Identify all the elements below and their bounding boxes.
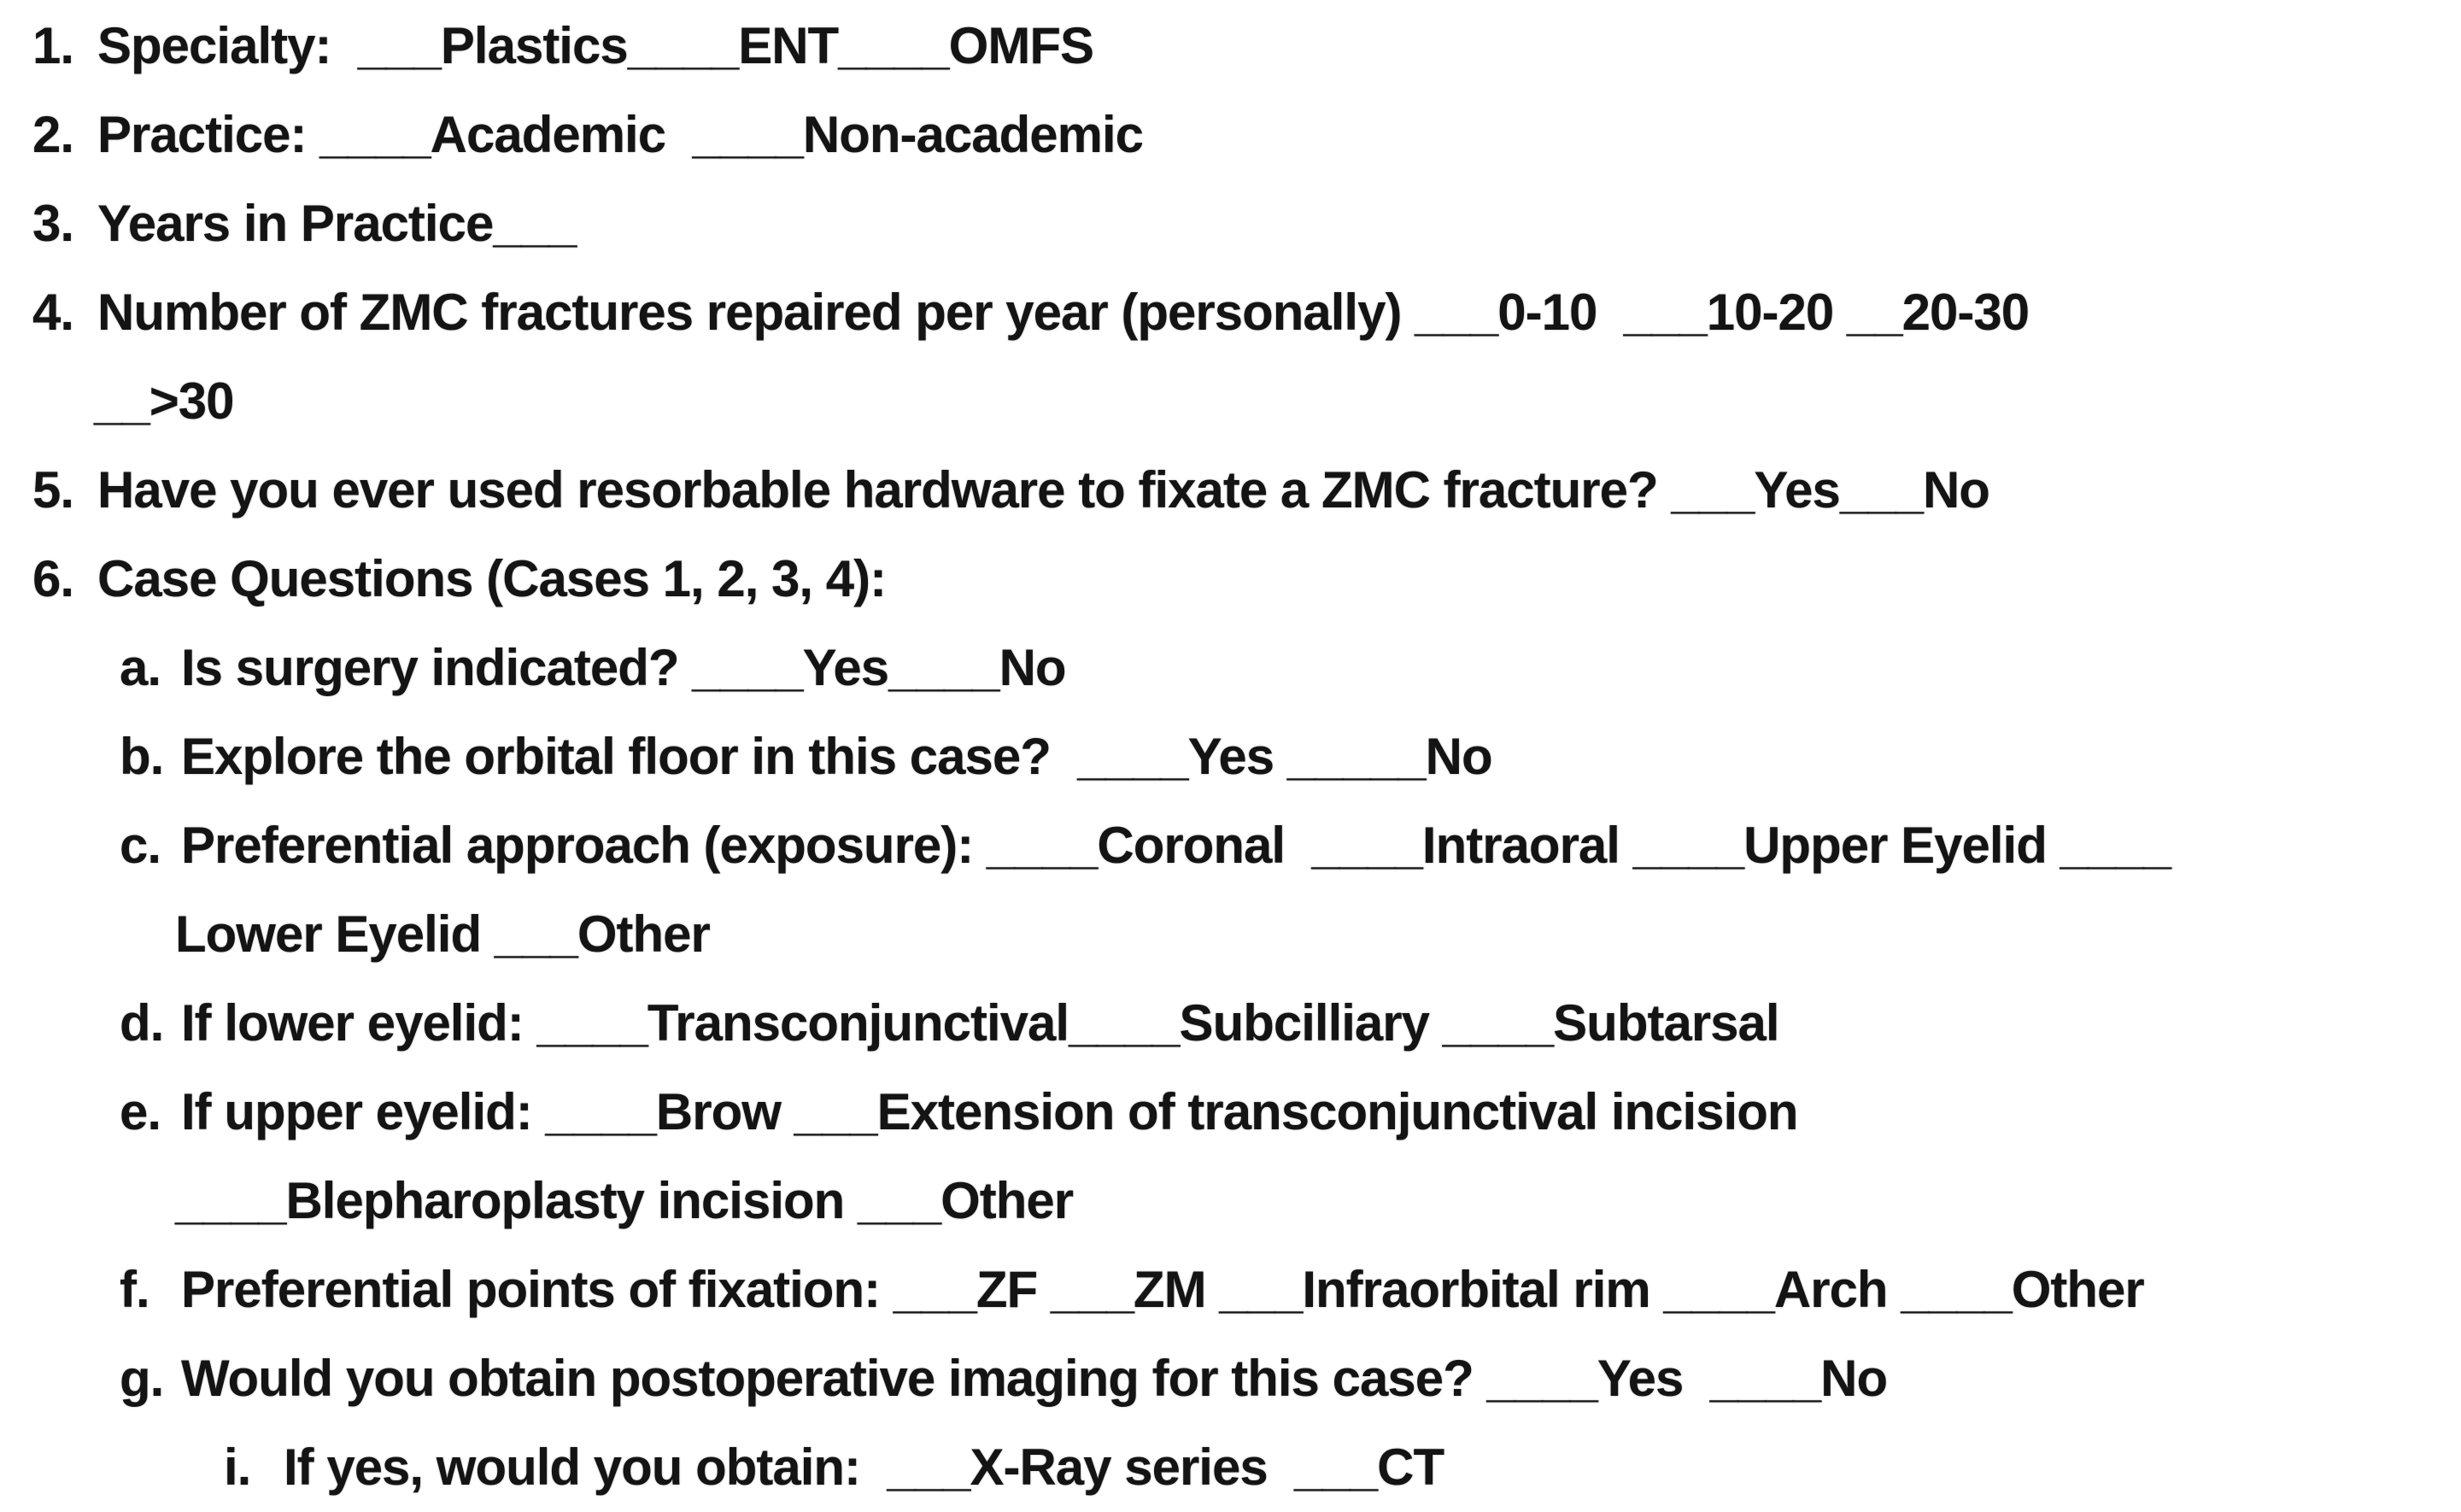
item-text: Have you ever used resorbable hardware t… bbox=[97, 461, 1990, 519]
item-letter: a. bbox=[120, 639, 161, 696]
subquestion-preferential-approach-continuation: Lower Eyelid ___Other bbox=[0, 890, 2461, 979]
question-fractures-per-year: 4. Number of ZMC fractures repaired per … bbox=[0, 268, 2461, 357]
subquestion-points-of-fixation: f. Preferential points of fixation: ___Z… bbox=[0, 1245, 2461, 1334]
item-letter: b. bbox=[120, 728, 164, 785]
item-number: 6. bbox=[32, 550, 74, 607]
item-number: 4. bbox=[32, 284, 74, 341]
subquestion-if-upper-eyelid: e. If upper eyelid: ____Brow ___Extensio… bbox=[0, 1068, 2461, 1157]
item-number: 3. bbox=[32, 195, 74, 252]
subquestion-preferential-approach: c. Preferential approach (exposure): ___… bbox=[0, 801, 2461, 890]
question-fractures-per-year-continuation: __>30 bbox=[0, 357, 2461, 446]
item-text: Practice: ____Academic ____Non-academic bbox=[97, 106, 1144, 163]
subquestion-surgery-indicated: a. Is surgery indicated? ____Yes____No bbox=[0, 624, 2461, 712]
subquestion-if-upper-eyelid-continuation: ____Blepharoplasty incision ___Other bbox=[0, 1157, 2461, 1245]
item-letter: c. bbox=[120, 817, 161, 874]
item-text: __>30 bbox=[94, 372, 235, 430]
item-text: If upper eyelid: ____Brow ___Extension o… bbox=[181, 1083, 1799, 1140]
item-text: Preferential approach (exposure): ____Co… bbox=[181, 817, 2171, 874]
item-text: Case Questions (Cases 1, 2, 3, 4): bbox=[97, 550, 887, 607]
subquestion-if-lower-eyelid: d. If lower eyelid: ____Transconjunctiva… bbox=[0, 979, 2461, 1068]
item-text: Would you obtain postoperative imaging f… bbox=[181, 1350, 1888, 1407]
item-text: ____Blepharoplasty incision ___Other bbox=[175, 1172, 1074, 1229]
item-text: Explore the orbital floor in this case? … bbox=[181, 728, 1493, 785]
question-resorbable-hardware: 5. Have you ever used resorbable hardwar… bbox=[0, 446, 2461, 535]
item-text: Lower Eyelid ___Other bbox=[175, 905, 711, 963]
item-text: Specialty: ___Plastics____ENT____OMFS bbox=[97, 17, 1094, 74]
question-practice: 2. Practice: ____Academic ____Non-academ… bbox=[0, 91, 2461, 179]
item-letter: e. bbox=[120, 1083, 161, 1140]
subquestion-imaging-type: i. If yes, would you obtain: ___X-Ray se… bbox=[0, 1423, 2461, 1512]
question-specialty: 1. Specialty: ___Plastics____ENT____OMFS bbox=[0, 2, 2461, 91]
item-text: Is surgery indicated? ____Yes____No bbox=[181, 639, 1067, 696]
item-roman: i. bbox=[224, 1439, 251, 1496]
subquestion-explore-orbital-floor: b. Explore the orbital floor in this cas… bbox=[0, 712, 2461, 801]
subquestion-postoperative-imaging: g. Would you obtain postoperative imagin… bbox=[0, 1334, 2461, 1423]
item-text: Preferential points of fixation: ___ZF _… bbox=[181, 1261, 2145, 1318]
item-text: If yes, would you obtain: ___X-Ray serie… bbox=[284, 1439, 1444, 1496]
question-years-in-practice: 3. Years in Practice___ bbox=[0, 179, 2461, 268]
item-letter: d. bbox=[120, 994, 164, 1052]
item-number: 1. bbox=[32, 17, 74, 74]
item-text: Years in Practice___ bbox=[97, 195, 577, 252]
item-number: 5. bbox=[32, 461, 74, 519]
item-text: Number of ZMC fractures repaired per yea… bbox=[97, 284, 2030, 341]
item-letter: g. bbox=[120, 1350, 164, 1407]
item-text: If lower eyelid: ____Transconjunctival__… bbox=[181, 994, 1780, 1052]
item-letter: f. bbox=[120, 1261, 150, 1318]
question-case-questions-heading: 6. Case Questions (Cases 1, 2, 3, 4): bbox=[0, 535, 2461, 624]
item-number: 2. bbox=[32, 106, 74, 163]
